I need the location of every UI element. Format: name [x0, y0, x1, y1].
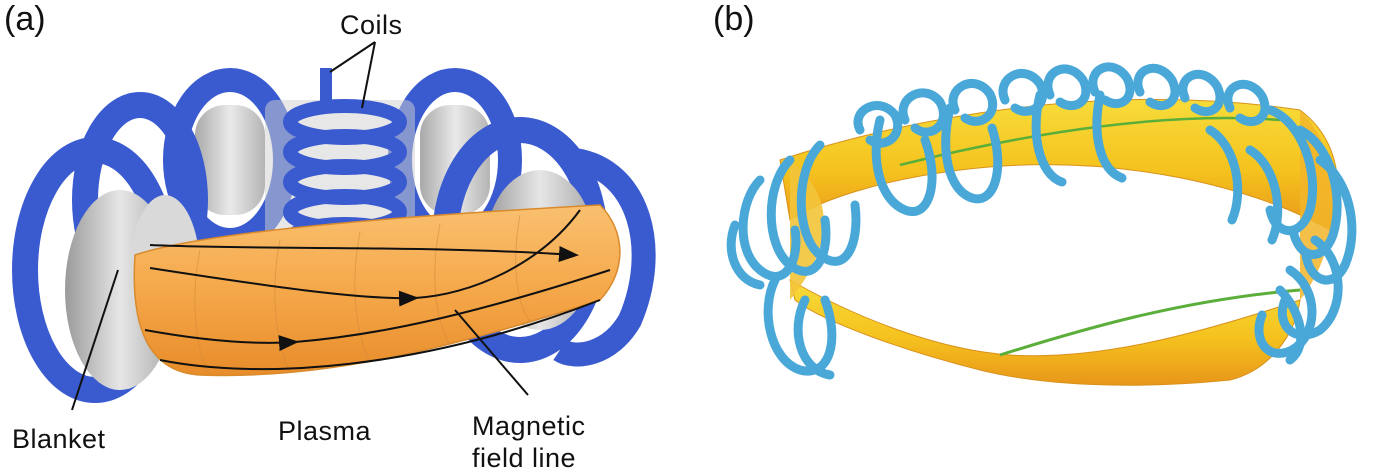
magnetic-field-line-label-line1: Magnetic: [472, 411, 586, 441]
magnetic-field-lines: [144, 209, 611, 371]
blanket-label: Blanket: [12, 424, 106, 454]
coils-label: Coils: [340, 10, 403, 40]
annotation-leaders: [71, 41, 529, 411]
stellarator-coils: [726, 62, 1357, 380]
panel-b-label: (b): [713, 0, 755, 38]
panel-a-label: (a): [4, 0, 46, 38]
stellarator-plasma: [779, 99, 1339, 386]
magnetic-field-line-label: Magnetic field line: [472, 410, 586, 474]
tokamak-diagram: [12, 41, 656, 411]
stellarator-diagram: [726, 62, 1357, 386]
magnetic-field-line-label-line2: field line: [472, 443, 577, 473]
front-coil-right: [553, 148, 656, 367]
plasma-label: Plasma: [278, 416, 372, 446]
